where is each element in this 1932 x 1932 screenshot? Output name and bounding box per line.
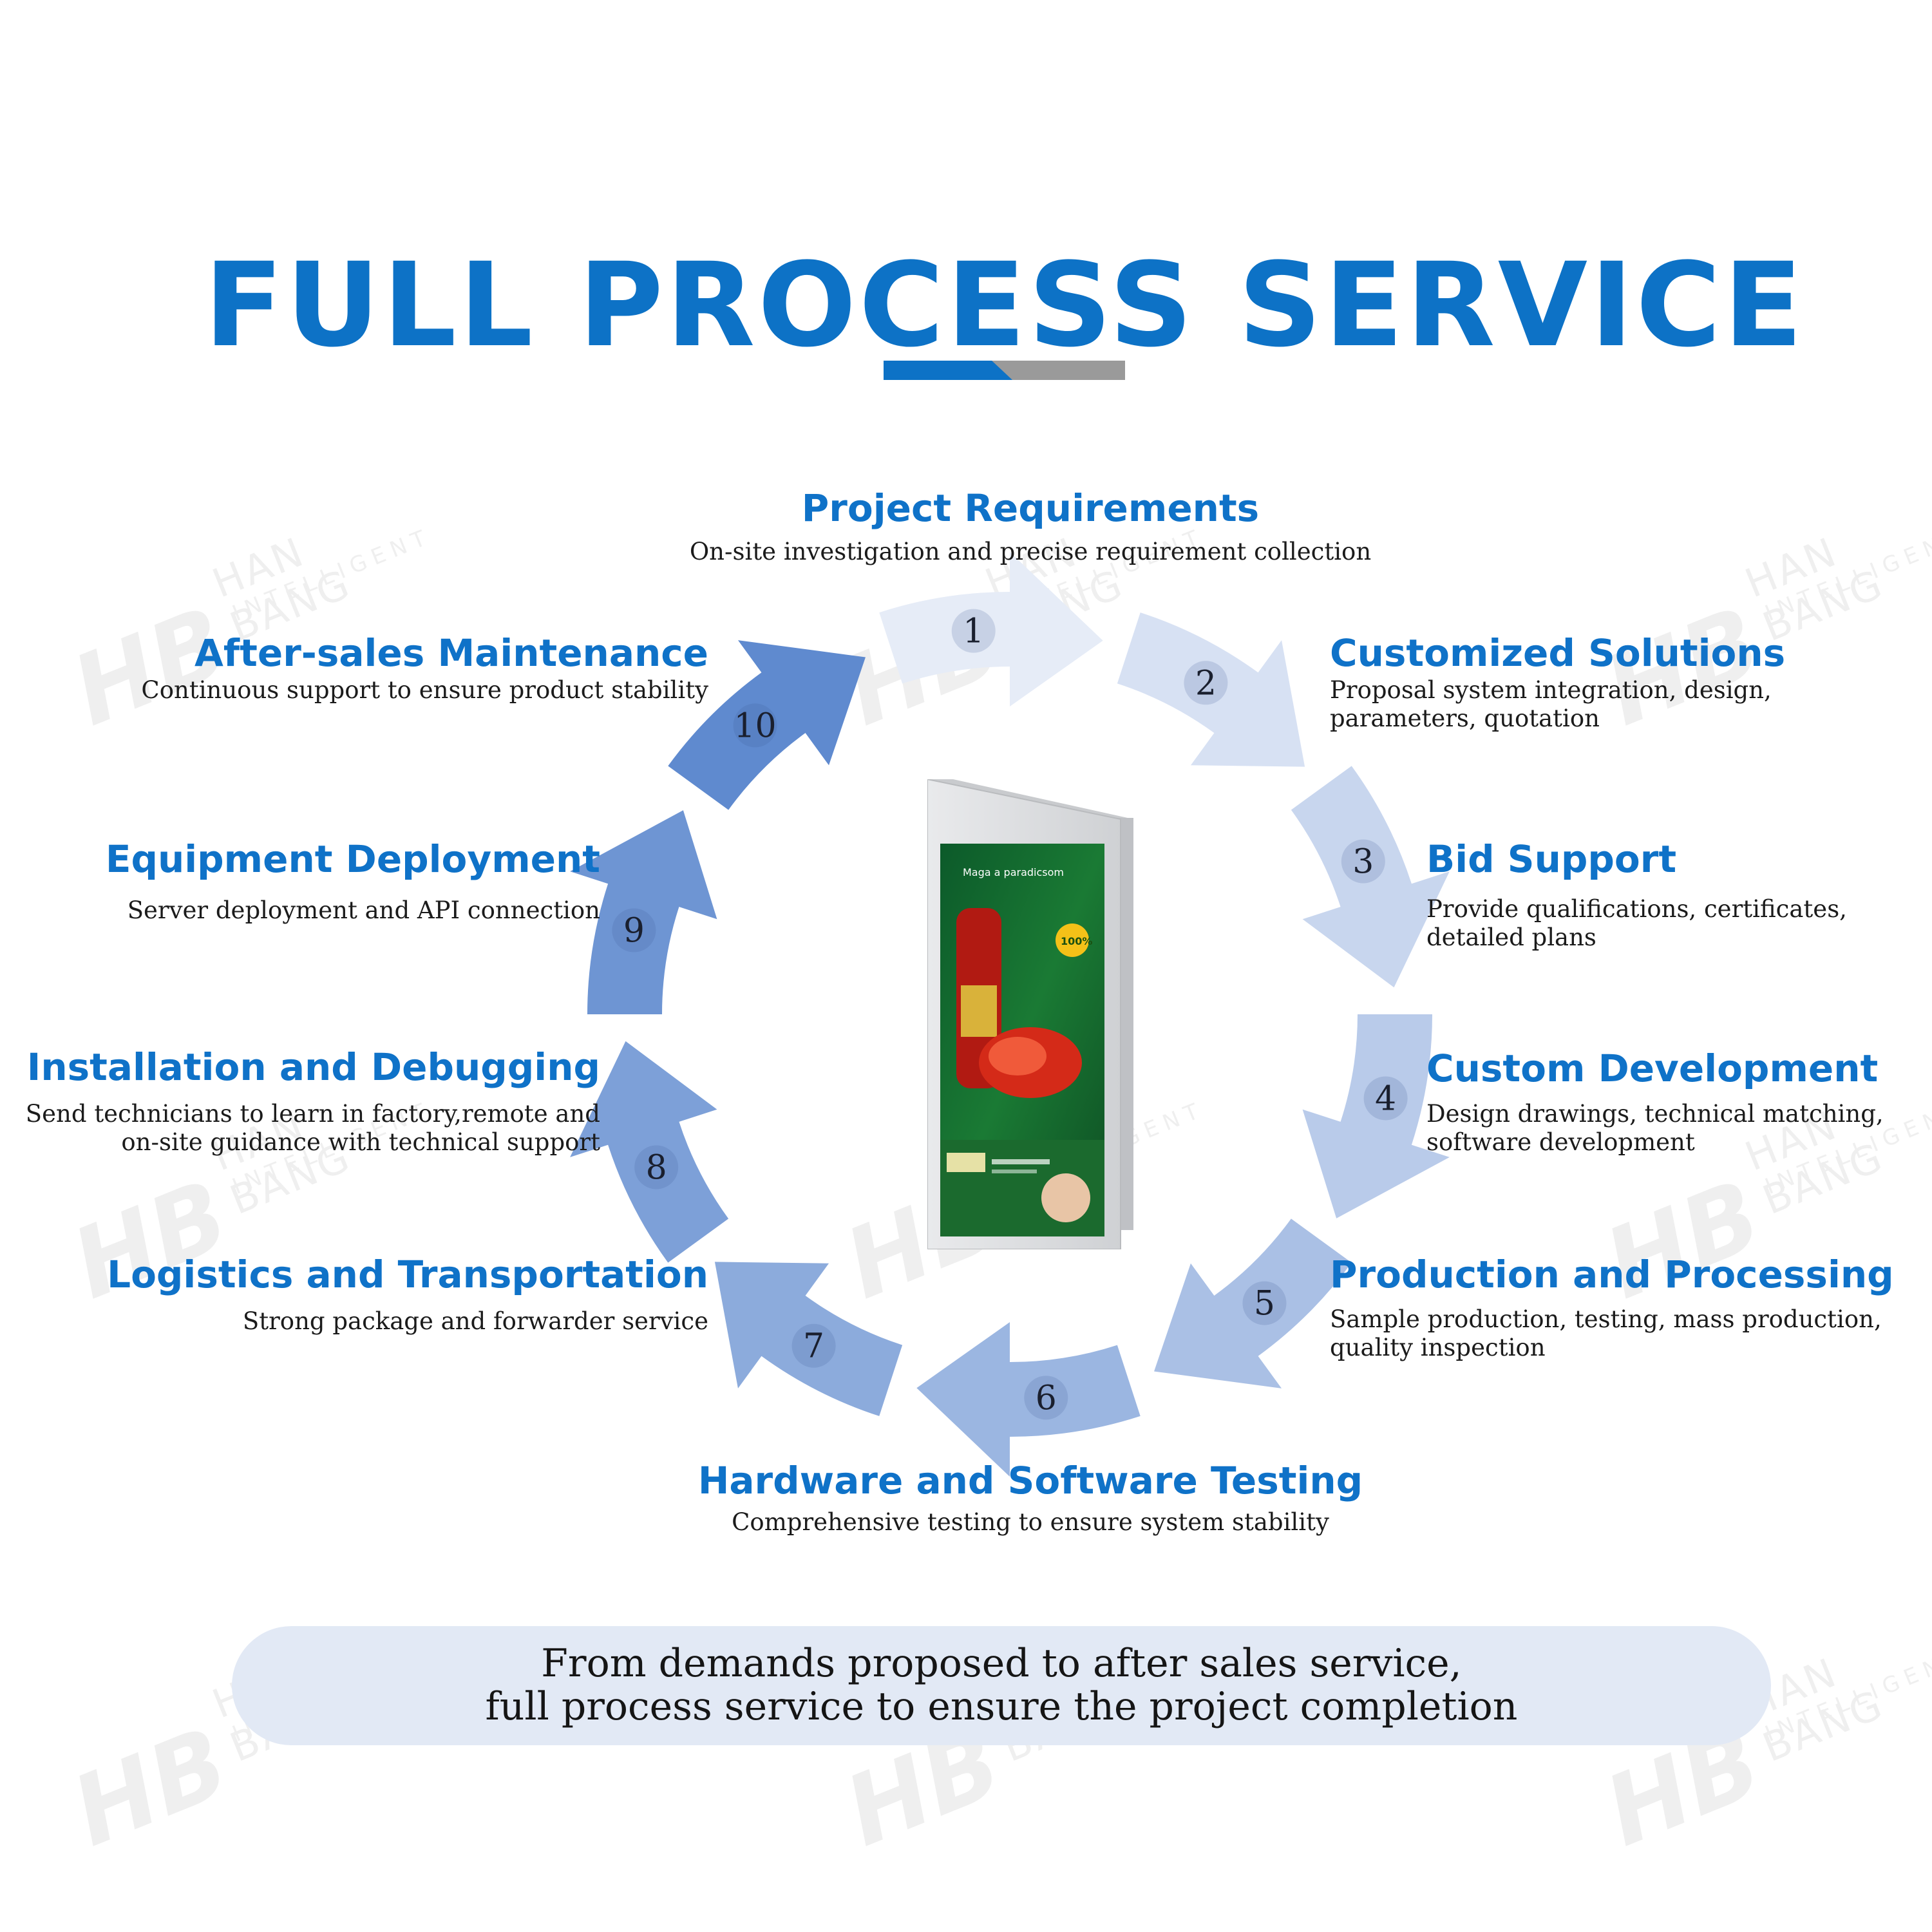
cycle-arrow-2 [1117, 612, 1305, 767]
cycle-arrow-8 [570, 1041, 729, 1263]
step-8-title: Installation and Debugging [26, 1045, 600, 1089]
step-9-title: Equipment Deployment [105, 837, 600, 881]
device-kiosk: Maga a paradicsom 100% [927, 779, 1133, 1249]
cycle-arrow-7 [714, 1262, 903, 1416]
ad-headline: Maga a paradicsom [963, 866, 1064, 878]
step-number-badge [1341, 839, 1385, 884]
step-5-title: Production and Processing [1330, 1253, 1894, 1296]
step-number-7: 7 [803, 1327, 824, 1366]
step-4-desc: Design drawings, technical matching, sof… [1426, 1100, 1884, 1156]
step-number-6: 6 [1036, 1379, 1057, 1417]
step-number-badge [1242, 1281, 1287, 1325]
step-number-4: 4 [1375, 1079, 1396, 1118]
step-1-title: Project Requirements [801, 486, 1260, 530]
step-number-9: 9 [623, 912, 645, 951]
step-9-desc: Server deployment and API connection [127, 896, 600, 924]
title-underline [884, 361, 1125, 380]
step-8-desc: Send technicians to learn in factory,rem… [25, 1100, 600, 1156]
step-4-title: Custom Development [1426, 1046, 1879, 1090]
step-10-title: After-sales Maintenance [194, 631, 708, 675]
step-10-desc: Continuous support to ensure product sta… [141, 676, 708, 704]
ad-badge: 100% [1061, 935, 1092, 947]
step-number-badge [612, 908, 656, 952]
cycle-arrow-4 [1302, 1014, 1450, 1218]
cycle-arrow-3 [1291, 766, 1450, 988]
step-number-badge [791, 1323, 836, 1368]
step-7-title: Logistics and Transportation [107, 1253, 708, 1296]
step-number-badge [951, 609, 996, 653]
step-number-5: 5 [1254, 1285, 1275, 1323]
cycle-arrow-5 [1154, 1218, 1352, 1388]
step-number-1: 1 [963, 612, 984, 651]
step-number-badge [634, 1145, 679, 1189]
step-number-3: 3 [1352, 843, 1374, 882]
step-3-desc: Provide qualifications, certificates, de… [1426, 895, 1847, 951]
step-5-desc: Sample production, testing, mass product… [1330, 1305, 1882, 1361]
cycle-arrow-10 [668, 640, 866, 810]
step-2-desc: Proposal system integration, design, par… [1330, 676, 1772, 732]
step-2-title: Customized Solutions [1330, 631, 1786, 675]
footer-line-2: full process service to ensure the proje… [485, 1684, 1518, 1729]
page-title: FULL PROCESS SERVICE [204, 238, 1806, 373]
step-1-desc: On-site investigation and precise requir… [689, 538, 1372, 565]
step-number-2: 2 [1195, 664, 1217, 703]
step-number-10: 10 [734, 706, 776, 745]
footer-line-1: From demands proposed to after sales ser… [541, 1641, 1462, 1686]
cycle-arrow-9 [570, 810, 717, 1014]
step-number-badge [733, 703, 777, 748]
step-3-title: Bid Support [1426, 837, 1677, 881]
step-number-badge [1024, 1376, 1068, 1420]
step-6-title: Hardware and Software Testing [697, 1459, 1363, 1502]
cycle-arrow-6 [916, 1322, 1141, 1477]
step-number-badge [1184, 661, 1228, 705]
step-7-desc: Strong package and forwarder service [242, 1307, 708, 1335]
step-6-desc: Comprehensive testing to ensure system s… [732, 1508, 1329, 1536]
step-number-badge [1363, 1076, 1408, 1121]
footer-banner [232, 1626, 1771, 1745]
cycle-arrow-1 [879, 552, 1103, 706]
step-number-8: 8 [646, 1148, 667, 1187]
